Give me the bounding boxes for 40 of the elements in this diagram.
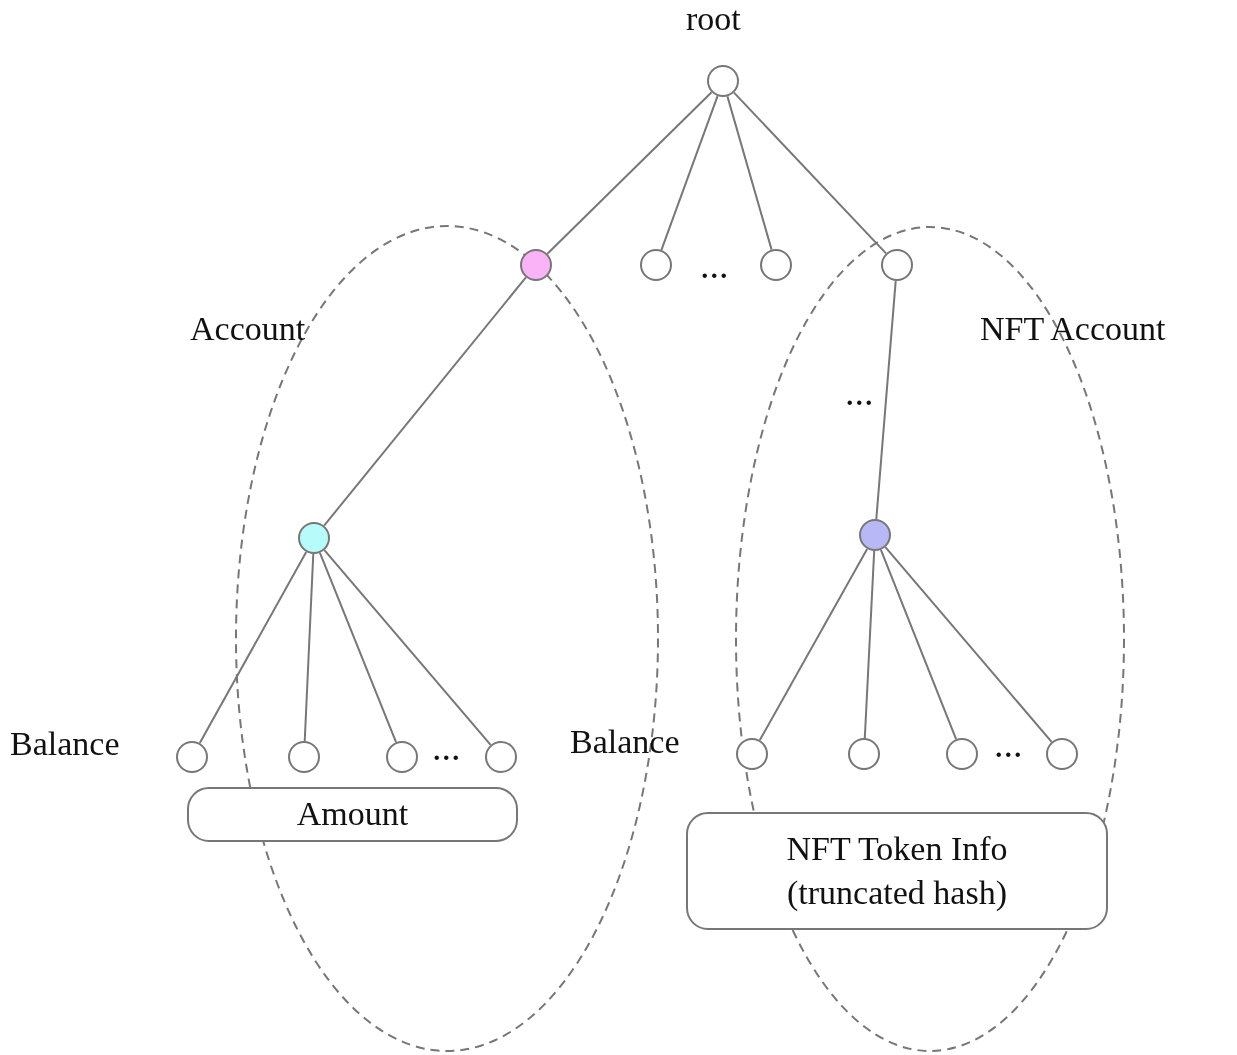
- group-label: Account: [190, 310, 306, 348]
- tree-node-circle: [298, 522, 330, 554]
- ellipsis-text: ...: [700, 245, 729, 287]
- tree-edge: [198, 551, 308, 744]
- tree-edge: [733, 91, 887, 255]
- rounded-box: Amount: [187, 787, 518, 842]
- tree-node-circle: [176, 741, 208, 773]
- ellipsis-text: ...: [994, 724, 1023, 766]
- tree-edge: [758, 547, 869, 742]
- tree-edge: [879, 548, 958, 741]
- tree-edge: [546, 91, 713, 255]
- tree-edge: [726, 95, 773, 251]
- tree-node-circle: [946, 738, 978, 770]
- tree-edge: [323, 549, 492, 746]
- tree-edge: [660, 95, 719, 251]
- tree-node-circle: [848, 738, 880, 770]
- tree-node-circle: [485, 741, 517, 773]
- ellipsis-text: ...: [432, 727, 461, 769]
- tree-node-circle: [386, 741, 418, 773]
- tree-edge: [875, 279, 897, 521]
- group-label: NFT Account: [980, 310, 1166, 348]
- tree-edge: [863, 550, 876, 739]
- node-caption: Balance: [570, 723, 680, 761]
- tree-edge: [318, 551, 398, 744]
- tree-node-circle: [288, 741, 320, 773]
- tree-node-circle: [1046, 738, 1078, 770]
- tree-edge: [884, 546, 1053, 743]
- tree-node-circle: [640, 249, 672, 281]
- tree-node-circle: [760, 249, 792, 281]
- tree-edge: [303, 553, 315, 742]
- tree-node-circle: [520, 249, 552, 281]
- rounded-box: NFT Token Info (truncated hash): [686, 812, 1108, 930]
- tree-node-circle: [859, 519, 891, 551]
- tree-edge: [323, 276, 527, 527]
- tree-node-circle: [736, 738, 768, 770]
- tree-node-circle: [707, 65, 739, 97]
- node-caption: Balance: [10, 725, 120, 763]
- tree-node-circle: [881, 249, 913, 281]
- ellipsis-text: ...: [845, 372, 874, 414]
- node-caption: root: [686, 0, 741, 38]
